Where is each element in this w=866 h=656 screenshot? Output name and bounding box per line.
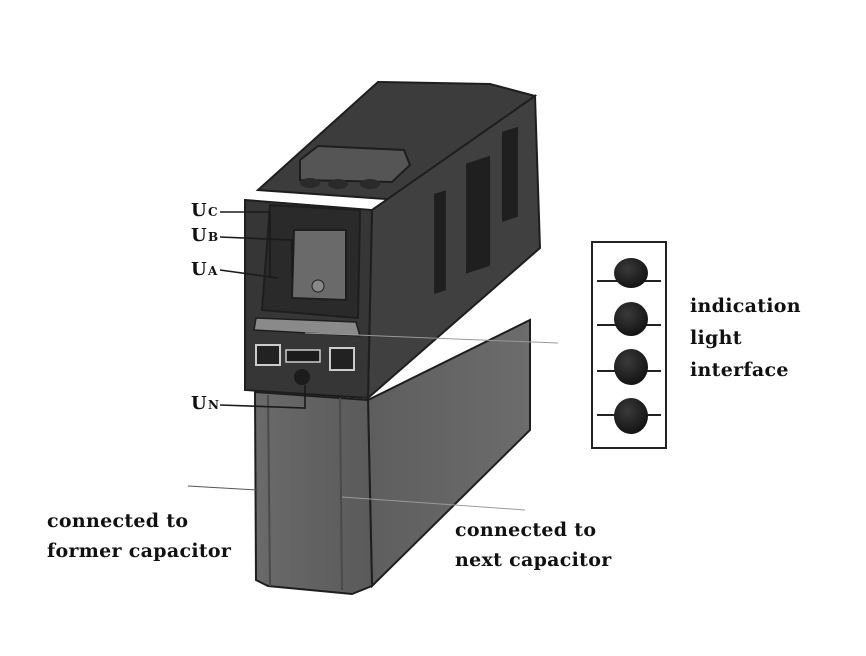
label-next-capacitor: connected to next capacitor [455,519,612,571]
leader-next [341,496,526,511]
top-knob [300,178,320,188]
indicator-light [597,349,661,385]
body-front-groove [339,397,343,591]
label-indication-light-interface: indication light interface [690,295,801,381]
leader-indication [304,332,559,344]
terminal-screw [311,279,325,293]
vent-slot [434,190,446,294]
label-ub: UB [191,225,219,246]
leader-uc [220,211,271,278]
leader-un [219,385,306,409]
label-un: UN [191,393,220,414]
connector-middle [285,349,321,363]
neutral-terminal [294,369,310,385]
indicator-light [597,258,661,288]
body-front-groove [267,394,271,587]
indicator-light-panel [591,241,667,449]
connector-left [255,344,281,366]
vent-slot [466,155,490,274]
indicator-light [597,398,661,434]
leader-former [187,485,259,491]
body-front-face [253,390,374,596]
leader-ub [219,236,293,278]
connector-right [329,347,355,371]
label-ua: UA [191,259,218,280]
top-knob [328,179,348,189]
indicator-light [597,302,661,336]
shelf [253,317,362,337]
top-latch [299,144,412,184]
label-uc: UC [191,200,218,221]
label-former-capacitor: connected to former capacitor [47,510,232,562]
top-knob [360,179,380,189]
vent-slot [502,126,518,222]
leader-ua [219,269,279,279]
